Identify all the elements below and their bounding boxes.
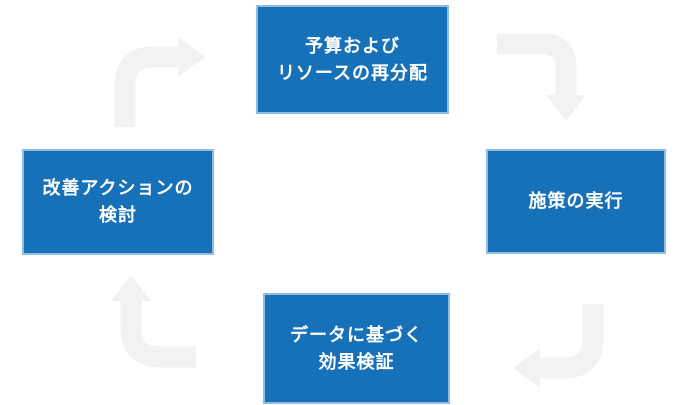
step-box-data-based-verification: データに基づく 効果検証 — [263, 293, 450, 404]
step-label-line: 検討 — [99, 205, 137, 225]
arrow-bottom-to-left-icon — [111, 275, 196, 368]
step-label-line: 予算および — [305, 35, 400, 56]
step-label-line: 施策の実行 — [528, 191, 624, 211]
step-label-line: 効果検証 — [318, 351, 395, 372]
arrow-right-to-bottom-icon — [514, 304, 604, 388]
arrow-left-to-top-icon — [114, 37, 205, 127]
step-label-line: 改善アクションの — [42, 178, 194, 198]
step-box-execute-measures: 施策の実行 — [486, 149, 666, 254]
step-box-consider-improvements: 改善アクションの 検討 — [22, 149, 214, 255]
step-box-budget-resource-reallocation: 予算および リソースの再分配 — [256, 5, 449, 114]
arrow-top-to-right-icon — [497, 33, 586, 121]
step-label-line: リソースの再分配 — [276, 62, 429, 83]
step-label-line: データに基づく — [290, 324, 423, 345]
